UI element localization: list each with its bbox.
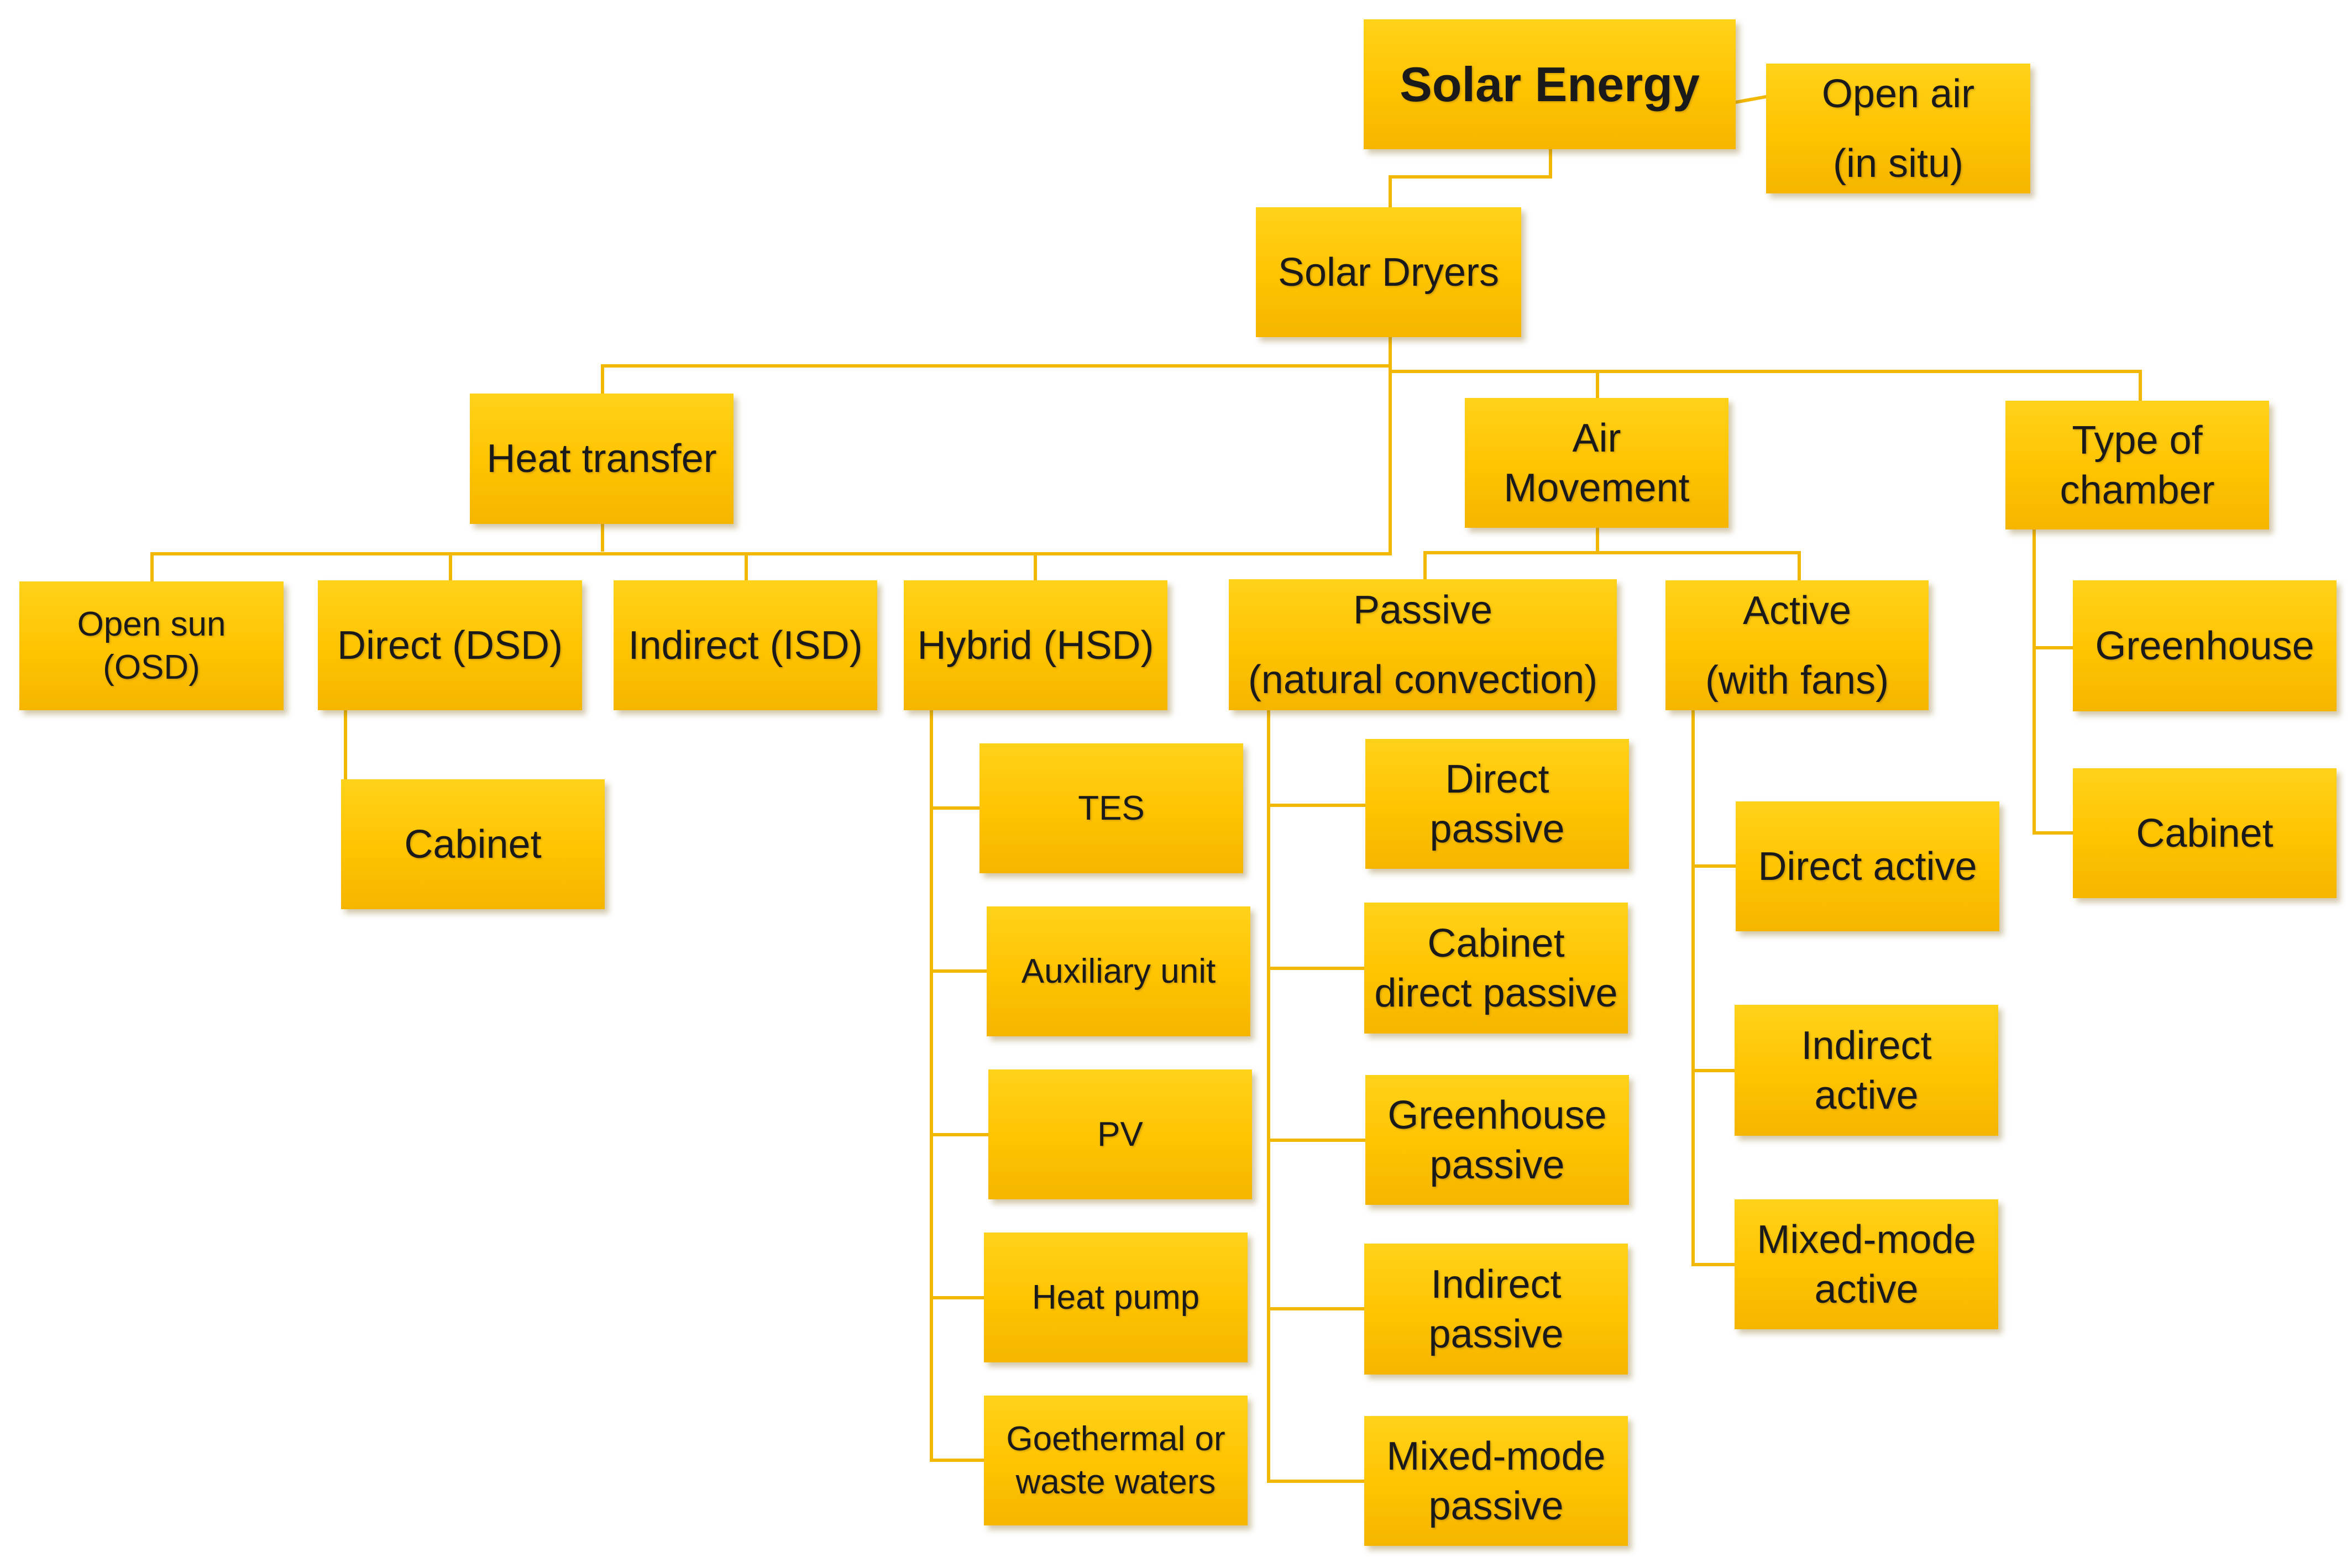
node-line: Indirect — [1801, 1023, 1932, 1068]
node-line: Passive — [1353, 588, 1493, 632]
node-indirect-passive: Indirect passive — [1364, 1244, 1628, 1375]
node-line: Indirect — [1431, 1262, 1562, 1307]
node-direct-dsd: Direct (DSD) — [318, 580, 582, 710]
node-line: active — [1814, 1073, 1919, 1118]
node-open-sun: Open sun (OSD) — [19, 581, 284, 710]
node-cabinet-direct: Cabinet — [341, 779, 605, 909]
node-line: Auxiliary unit — [1021, 952, 1216, 990]
node-line: Direct (DSD) — [337, 623, 563, 668]
node-line: Goethermal or — [1006, 1420, 1225, 1458]
node-greenhouse: Greenhouse — [2073, 580, 2337, 711]
node-solar-dryers: Solar Dryers — [1256, 207, 1521, 337]
node-heat-transfer: Heat transfer — [470, 394, 734, 524]
node-line: passive — [1429, 1142, 1565, 1187]
node-cabinet-chamber: Cabinet — [2073, 768, 2337, 898]
node-mixed-mode-passive: Mixed-mode passive — [1364, 1416, 1628, 1546]
node-line: Heat pump — [1031, 1278, 1200, 1317]
node-line: Cabinet — [1427, 921, 1565, 966]
node-line: chamber — [2060, 468, 2215, 512]
node-line: passive — [1428, 1312, 1564, 1356]
node-line: active — [1814, 1267, 1919, 1312]
node-line: Cabinet — [2136, 811, 2274, 856]
node-direct-active: Direct active — [1736, 801, 1999, 931]
node-geothermal: Goethermal or waste waters — [984, 1396, 1248, 1525]
node-line: Open air — [1821, 71, 1975, 116]
node-auxiliary-unit: Auxiliary unit — [987, 906, 1250, 1036]
node-line: (natural convection) — [1248, 657, 1598, 702]
node-line: (OSD) — [103, 648, 200, 686]
node-line: Cabinet — [404, 822, 542, 867]
node-line: passive — [1428, 1483, 1564, 1528]
node-line: TES — [1078, 789, 1145, 827]
node-line: Mixed-mode — [1386, 1434, 1606, 1478]
node-line: Greenhouse — [1387, 1093, 1607, 1137]
connector — [1733, 95, 1768, 104]
node-line: passive — [1429, 806, 1565, 851]
node-line: (with fans) — [1705, 658, 1889, 702]
node-line: Mixed-mode — [1757, 1217, 1976, 1262]
node-indirect-isd: Indirect (ISD) — [614, 580, 877, 710]
node-heat-pump: Heat pump — [984, 1233, 1248, 1362]
node-greenhouse-passive: Greenhouse passive — [1365, 1075, 1629, 1205]
node-line: Movement — [1504, 465, 1690, 510]
node-hybrid-hsd: Hybrid (HSD) — [904, 580, 1167, 710]
node-line: Solar Energy — [1400, 56, 1700, 112]
node-line: Greenhouse — [2095, 623, 2314, 668]
node-line: direct passive — [1374, 971, 1618, 1015]
node-direct-passive: Direct passive — [1365, 739, 1629, 869]
node-line: PV — [1097, 1115, 1143, 1153]
node-line: waste waters — [1015, 1462, 1216, 1501]
node-mixed-mode-active: Mixed-mode active — [1735, 1199, 1998, 1329]
node-pv: PV — [988, 1069, 1252, 1199]
node-tes: TES — [979, 743, 1243, 873]
node-passive: Passive (natural convection) — [1229, 579, 1617, 710]
node-indirect-active: Indirect active — [1735, 1005, 1998, 1136]
node-line: Open sun — [77, 605, 226, 643]
node-air-movement: Air Movement — [1465, 398, 1728, 528]
node-solar-energy: Solar Energy — [1364, 19, 1736, 149]
node-line: Type of — [2072, 418, 2203, 463]
node-line: Direct — [1445, 757, 1549, 801]
node-line: Hybrid (HSD) — [917, 623, 1154, 668]
node-type-of-chamber: Type of chamber — [2005, 401, 2269, 529]
node-cabinet-direct-passive: Cabinet direct passive — [1364, 903, 1628, 1034]
node-line: Active — [1742, 588, 1852, 633]
node-open-air: Open air (in situ) — [1766, 64, 2030, 193]
node-line: Air — [1572, 416, 1621, 460]
node-line: Heat transfer — [486, 437, 717, 481]
node-line: Indirect (ISD) — [628, 623, 863, 668]
node-active: Active (with fans) — [1665, 580, 1929, 710]
node-line: Solar Dryers — [1277, 250, 1500, 295]
node-line: Direct active — [1758, 844, 1977, 889]
node-line: (in situ) — [1832, 141, 1964, 186]
